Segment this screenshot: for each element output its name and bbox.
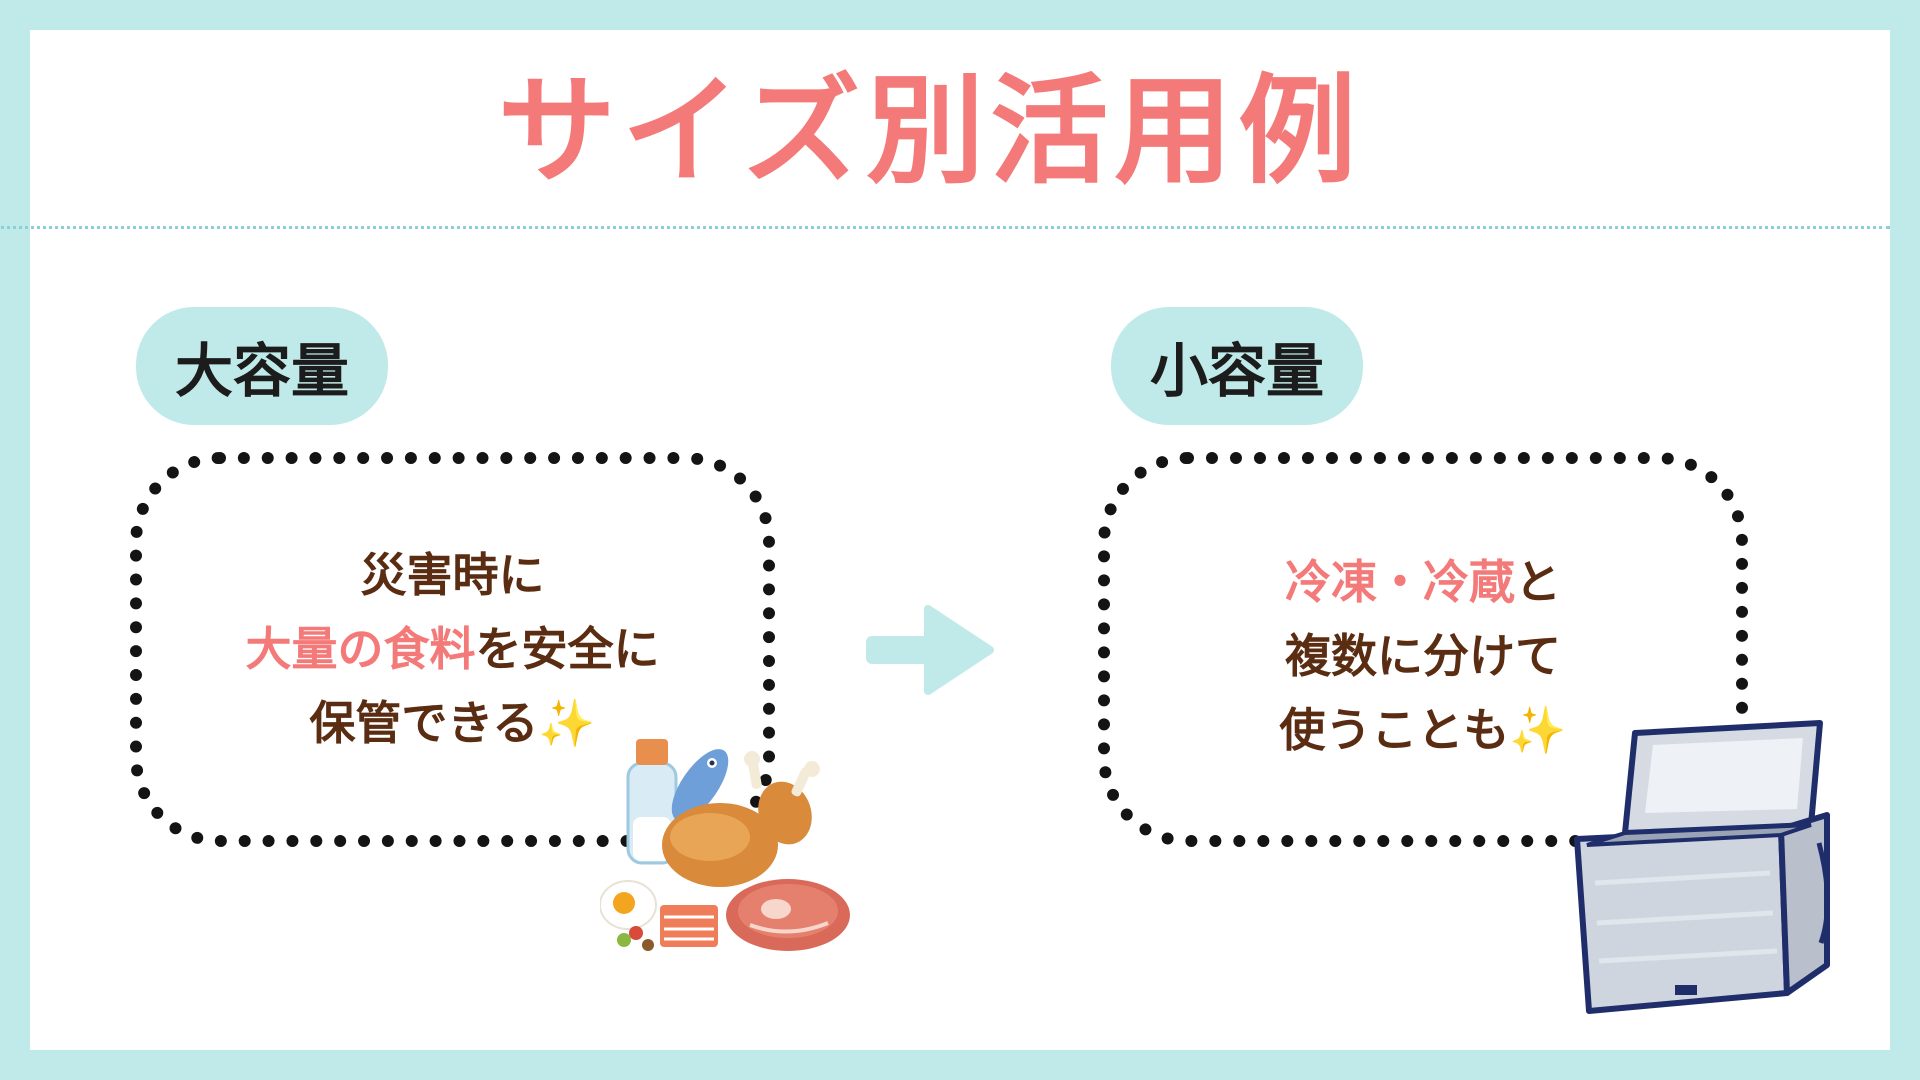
page-title: サイズ別活用例 — [497, 62, 1363, 200]
message-large-line2: 大量の食料を安全に — [130, 612, 775, 686]
sparkle-icon: ✨ — [1509, 703, 1567, 757]
arrow-right-icon — [866, 605, 994, 695]
message-small-line1-rest: と — [1515, 555, 1561, 609]
badge-small-capacity: 小容量 — [1111, 307, 1363, 425]
badge-large-capacity: 大容量 — [136, 307, 388, 425]
title-divider — [0, 226, 1890, 229]
message-small-line1: 冷凍・冷蔵と — [1098, 545, 1748, 619]
message-large-line1: 災害時に — [360, 548, 545, 602]
sparkle-icon: ✨ — [538, 696, 596, 750]
cooler-bag-illustration — [1574, 720, 1831, 1014]
message-large-line2-rest: を安全に — [475, 622, 660, 676]
dotted-box-large — [130, 452, 775, 847]
message-large-highlight: 大量の食料 — [245, 622, 476, 676]
message-large-line3: 保管できる✨ — [130, 686, 775, 760]
food-illustration — [600, 739, 850, 951]
message-large-line3-text: 保管できる — [309, 696, 539, 750]
message-small: 冷凍・冷蔵と 複数に分けて 使うことも✨ — [1098, 545, 1748, 767]
message-large: 災害時に 大量の食料を安全に 保管できる✨ — [130, 538, 775, 760]
message-small-line3-text: 使うことも — [1279, 703, 1510, 757]
message-small-line2: 複数に分けて — [1285, 629, 1561, 683]
message-small-line3: 使うことも✨ — [1098, 693, 1748, 767]
message-small-highlight: 冷凍・冷蔵 — [1285, 555, 1515, 609]
